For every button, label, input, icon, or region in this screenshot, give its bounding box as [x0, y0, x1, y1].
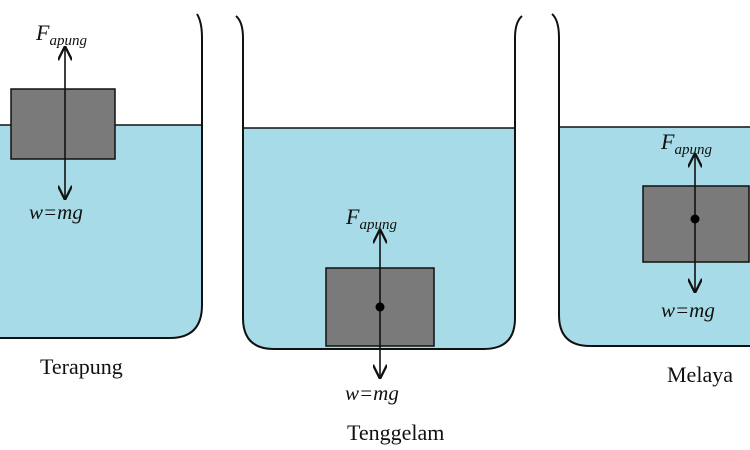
- buoyant-force-label-sunk: Fapung: [345, 204, 397, 233]
- weight-label-sunk: w=mg: [345, 381, 399, 405]
- state-label-sunk: Tenggelam: [347, 420, 444, 445]
- center-of-mass-suspended: [690, 214, 700, 224]
- block-floating: [10, 88, 116, 160]
- beaker-outline-sunk: [235, 15, 523, 350]
- state-label-floating: Terapung: [40, 354, 123, 379]
- center-of-mass-sunk: [375, 302, 385, 312]
- buoyant-force-label-suspended: Fapung: [660, 129, 712, 158]
- weight-label-suspended: w=mg: [661, 298, 715, 322]
- beaker-floating: Fapung w=mg Terapung: [0, 13, 203, 379]
- buoyant-force-label-floating: Fapung: [35, 20, 87, 49]
- beaker-sunk: Fapung w=mg Tenggelam: [235, 15, 523, 445]
- beaker-outline-suspended: [551, 13, 750, 347]
- beaker-suspended: Fapung w=mg Melaya: [551, 13, 750, 387]
- beaker-outline-floating: [0, 13, 203, 339]
- block-suspended: [642, 185, 750, 263]
- weight-label-floating: w=mg: [29, 200, 83, 224]
- state-label-suspended: Melaya: [667, 362, 733, 387]
- water-floating: [0, 125, 202, 338]
